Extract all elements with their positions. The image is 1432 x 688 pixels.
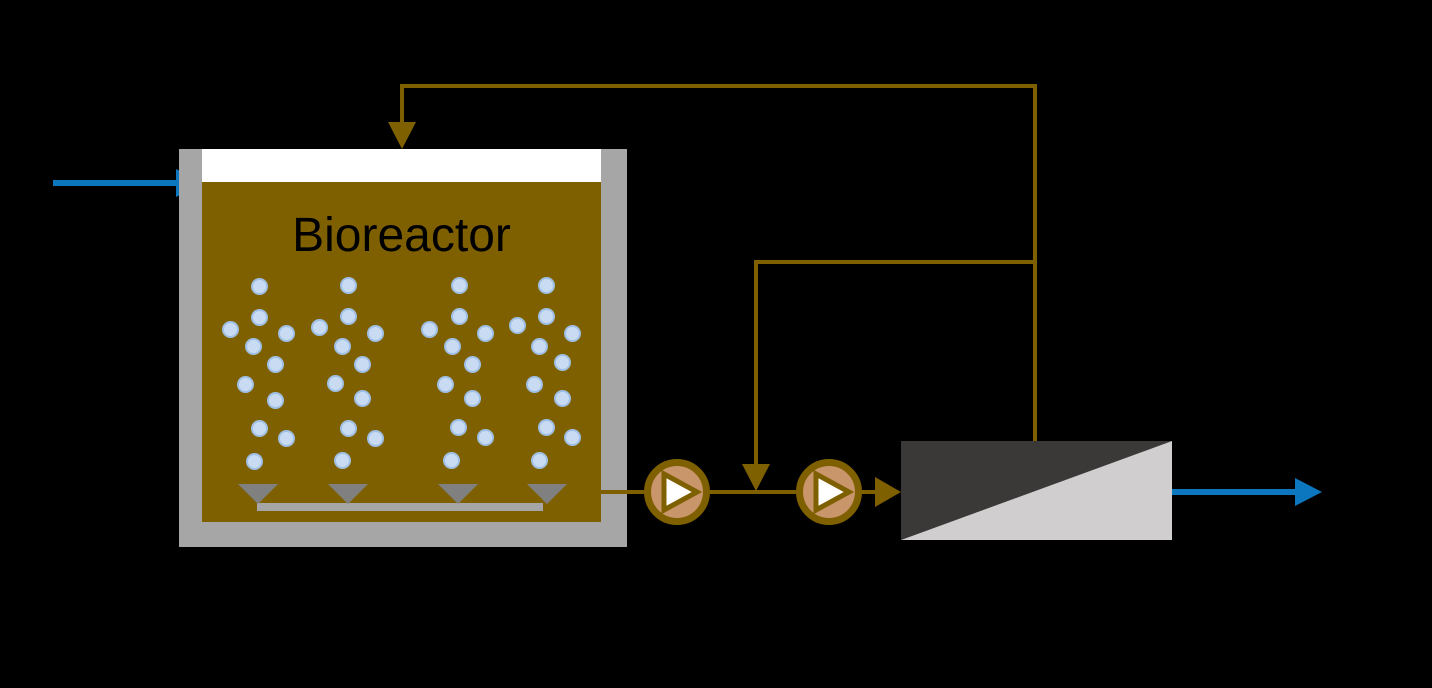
- air-bubble-icon: [366, 429, 384, 447]
- tank-left-wall: [179, 149, 202, 547]
- air-bubble-icon: [420, 320, 438, 338]
- air-bubble-icon: [436, 375, 454, 393]
- aeration-manifold: [257, 503, 543, 511]
- air-bubble-icon: [339, 276, 357, 294]
- air-bubble-icon: [476, 428, 494, 446]
- air-bubble-icon: [537, 276, 555, 294]
- air-bubble-icon: [277, 324, 295, 342]
- air-bubble-icon: [563, 324, 581, 342]
- interpump-pipe: [709, 490, 798, 494]
- permeate-arrow-shaft: [1172, 489, 1295, 495]
- air-bubble-icon: [553, 389, 571, 407]
- air-bubble-icon: [245, 452, 263, 470]
- air-bubble-icon: [530, 337, 548, 355]
- air-bubble-icon: [525, 375, 543, 393]
- tank-headspace: [202, 149, 601, 182]
- tank-label: Bioreactor: [292, 209, 511, 262]
- aeration-diffuser-icon: [438, 484, 478, 504]
- recycle-mid-line: [754, 260, 1037, 264]
- air-bubble-icon: [366, 324, 384, 342]
- air-bubble-icon: [310, 318, 328, 336]
- pump-2: [796, 459, 862, 525]
- air-bubble-icon: [326, 374, 344, 392]
- air-bubble-icon: [443, 337, 461, 355]
- recycle-top-line: [400, 84, 1037, 88]
- tank-right-wall: [601, 149, 627, 547]
- pump-impeller-icon: [813, 469, 855, 515]
- pump-1: [644, 459, 710, 525]
- membrane-feed-pipe: [860, 490, 877, 494]
- tank-bottom-wall: [179, 522, 627, 547]
- air-bubble-icon: [266, 391, 284, 409]
- air-bubble-icon: [339, 307, 357, 325]
- aeration-diffuser-icon: [527, 484, 567, 504]
- influent-arrow-shaft: [53, 180, 177, 186]
- air-bubble-icon: [250, 308, 268, 326]
- air-bubble-icon: [333, 337, 351, 355]
- air-bubble-icon: [353, 389, 371, 407]
- recycle-mid-drop-line: [754, 260, 758, 464]
- recycle-to-tank-arrowhead-icon: [388, 122, 416, 149]
- air-bubble-icon: [463, 355, 481, 373]
- aeration-diffuser-icon: [328, 484, 368, 504]
- air-bubble-icon: [266, 355, 284, 373]
- air-bubble-icon: [221, 320, 239, 338]
- air-bubble-icon: [450, 276, 468, 294]
- air-bubble-icon: [449, 418, 467, 436]
- air-bubble-icon: [508, 316, 526, 334]
- air-bubble-icon: [250, 277, 268, 295]
- air-bubble-icon: [463, 389, 481, 407]
- membrane-light-face: [901, 441, 1172, 540]
- air-bubble-icon: [563, 428, 581, 446]
- recycle-drop-line: [400, 84, 404, 124]
- membrane-module: [901, 441, 1172, 540]
- pump-impeller-icon: [661, 469, 703, 515]
- air-bubble-icon: [250, 419, 268, 437]
- air-bubble-icon: [333, 451, 351, 469]
- air-bubble-icon: [450, 307, 468, 325]
- tank-outlet-pipe: [601, 490, 647, 494]
- air-bubble-icon: [339, 419, 357, 437]
- aeration-diffuser-icon: [238, 484, 278, 504]
- permeate-arrowhead-icon: [1295, 478, 1322, 506]
- air-bubble-icon: [537, 307, 555, 325]
- air-bubble-icon: [530, 451, 548, 469]
- air-bubble-icon: [244, 337, 262, 355]
- membrane-feed-arrowhead-icon: [875, 477, 901, 507]
- air-bubble-icon: [442, 451, 460, 469]
- air-bubble-icon: [353, 355, 371, 373]
- air-bubble-icon: [277, 429, 295, 447]
- air-bubble-icon: [476, 324, 494, 342]
- air-bubble-icon: [553, 353, 571, 371]
- air-bubble-icon: [236, 375, 254, 393]
- air-bubble-icon: [537, 418, 555, 436]
- recycle-to-pipe-arrowhead-icon: [742, 464, 770, 491]
